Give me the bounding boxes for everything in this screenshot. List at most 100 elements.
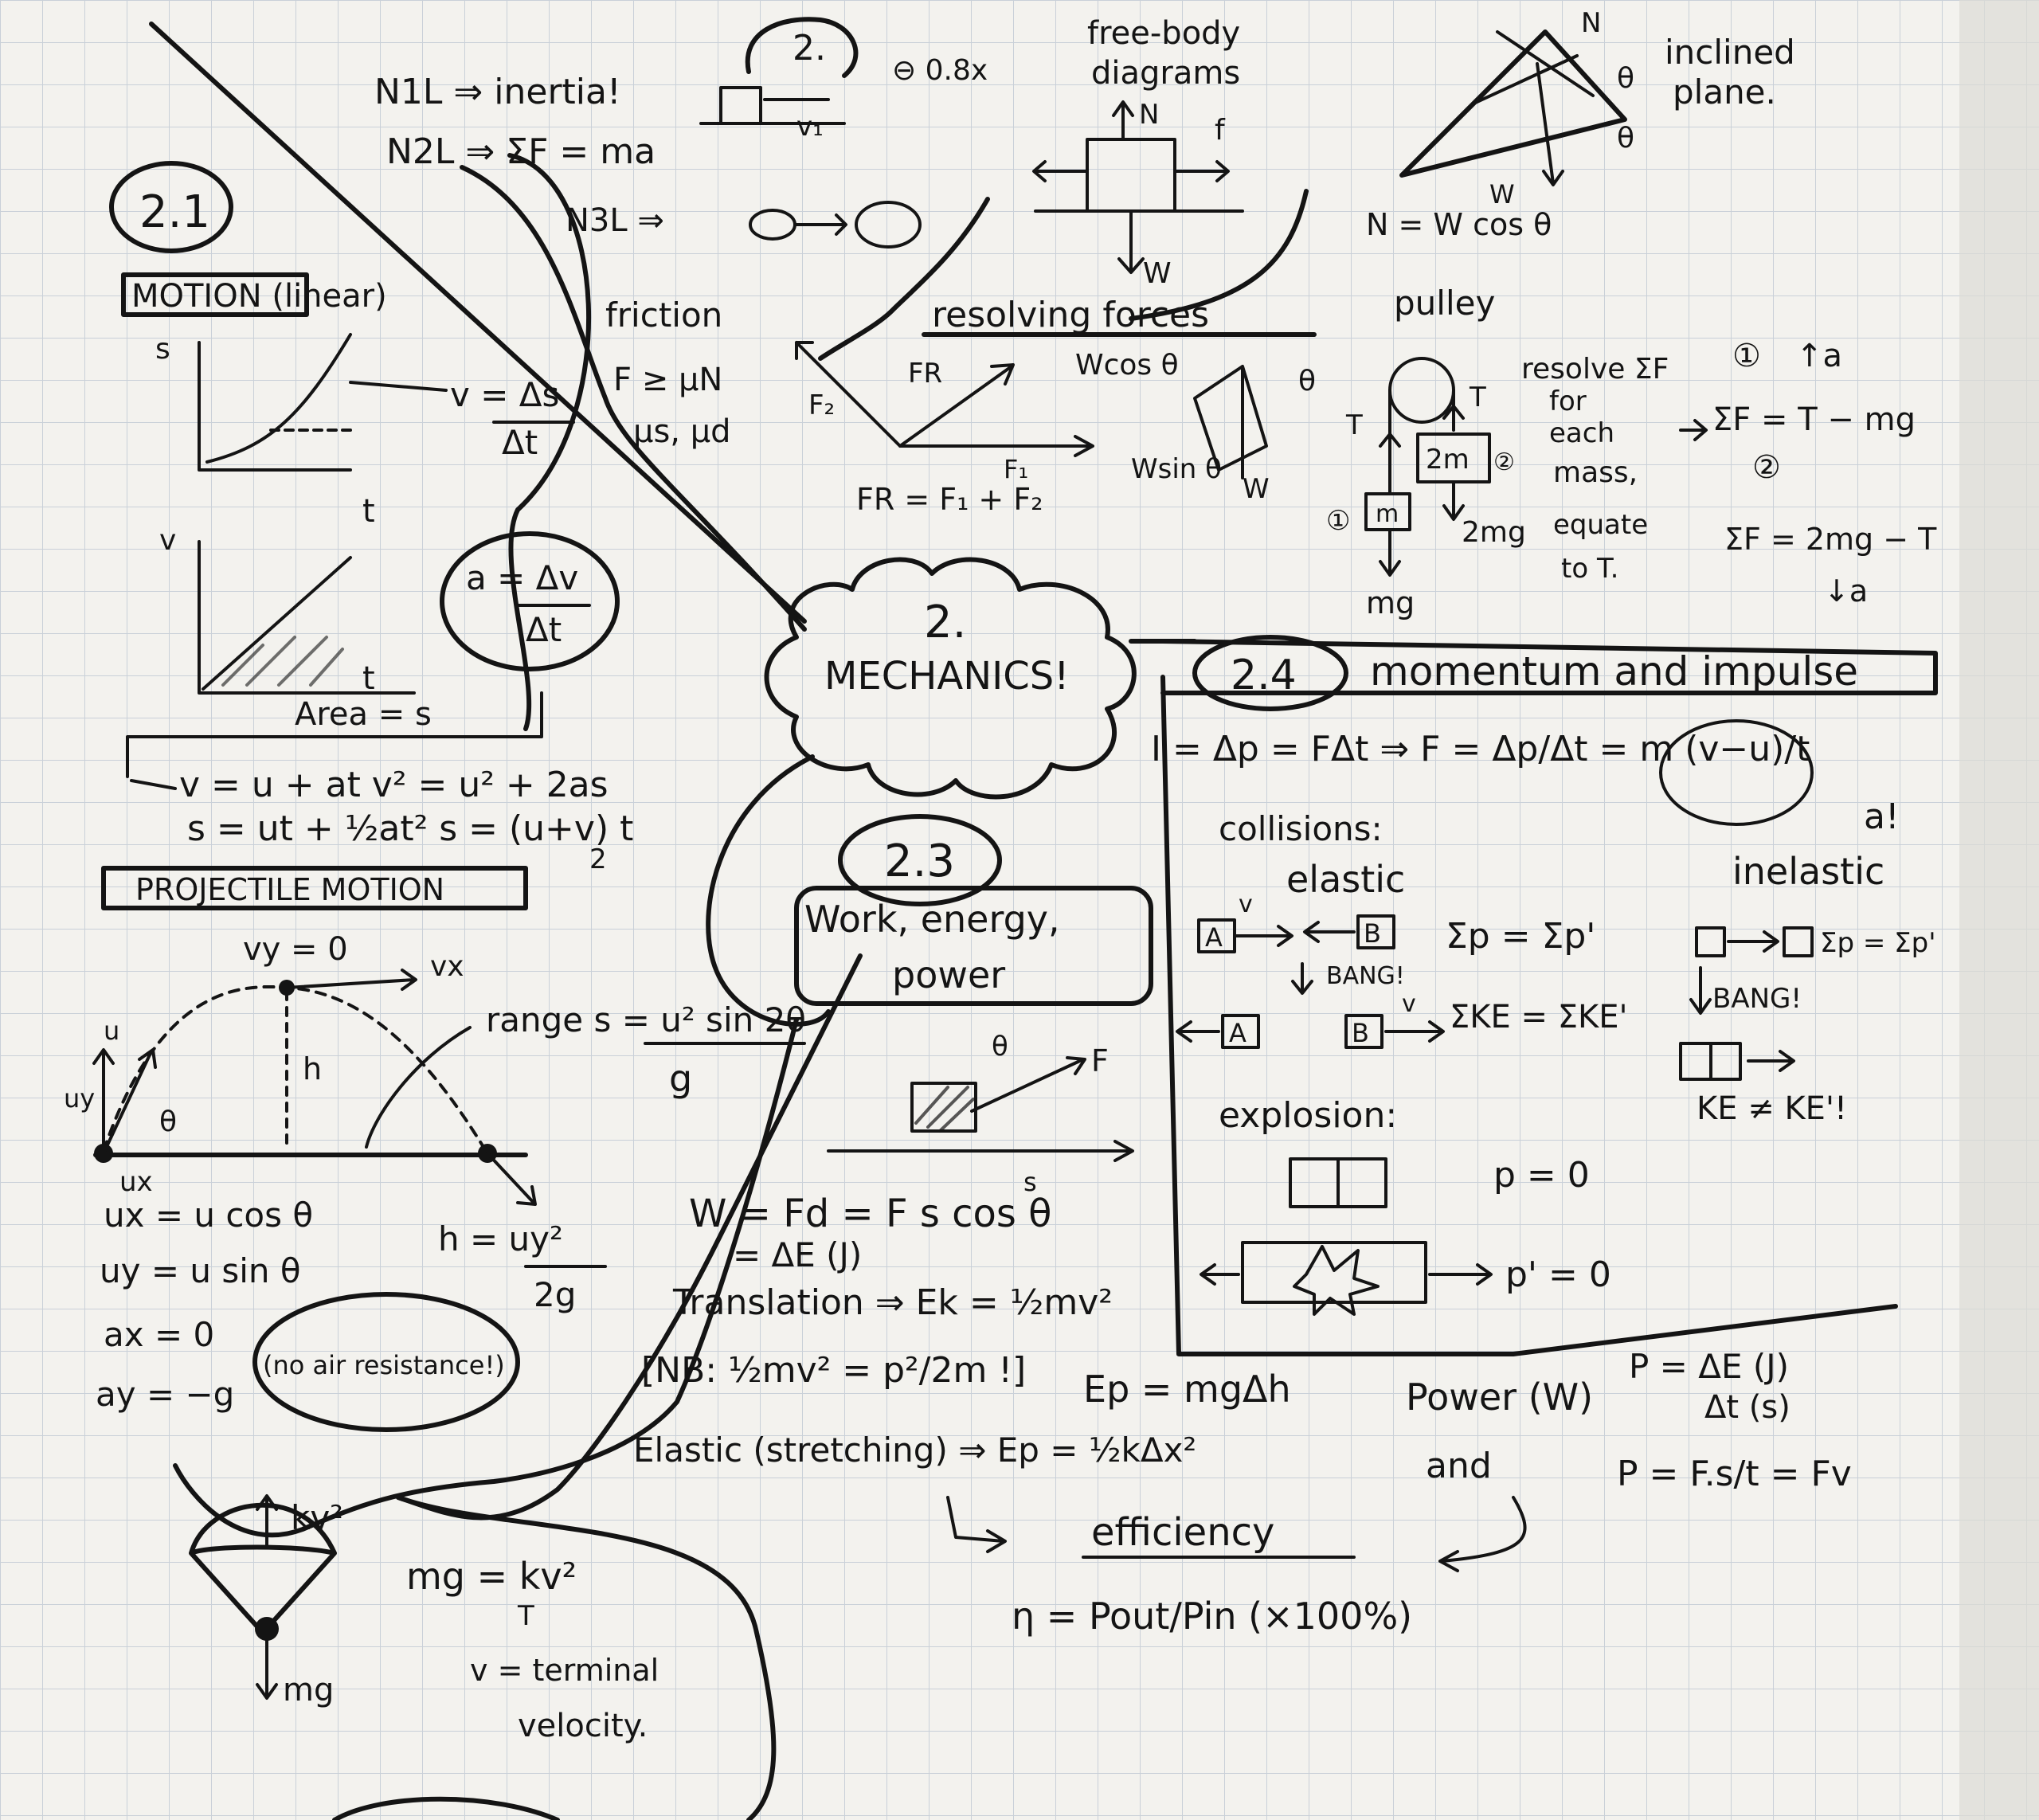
elastic-label: elastic <box>1286 858 1405 901</box>
center-number: 2. <box>924 597 966 648</box>
proj-vx: vx <box>430 950 464 983</box>
pulley-2mg: 2mg <box>1462 516 1526 549</box>
incline-title-1: inclined <box>1665 33 1795 72</box>
a-eq-den: Δt <box>526 610 562 649</box>
suvat-1: v = u + at v² = u² + 2as <box>179 765 609 805</box>
resolving-eq: FR = F₁ + F₂ <box>856 482 1043 517</box>
work-eq-2: = ΔE (J) <box>733 1235 862 1274</box>
proj-u: u <box>104 1016 119 1046</box>
vt-label-t: t <box>362 660 375 697</box>
section-2-4: 2.4 momentum and impulse I = Δp = FΔt ⇒ … <box>1151 635 1936 1316</box>
vt-line <box>202 556 352 691</box>
elastic-bang: BANG! <box>1326 962 1405 990</box>
resolving-theta: θ <box>1298 365 1316 397</box>
proj-path <box>102 984 487 1153</box>
resolve-one: ① <box>1732 338 1761 374</box>
elastic-b2: B <box>1352 1018 1369 1048</box>
jumper <box>255 1617 279 1641</box>
proj-h-den: 2g <box>534 1275 576 1314</box>
s21-title-box <box>121 272 309 317</box>
work-theta: θ <box>992 1031 1008 1063</box>
inelastic-eq1: Σp = Σp' <box>1820 927 1936 959</box>
diagonal-line <box>149 22 807 624</box>
fbd-title-2: diagrams <box>1091 55 1240 92</box>
elastic-box-a2 <box>1221 1014 1260 1049</box>
pulley-section: pulley T T m 2m ① ② mg 2mg <box>1326 284 1526 620</box>
terminal-note1: v = terminal <box>470 1653 659 1688</box>
n3-ball-b <box>855 201 922 249</box>
friction-section: friction F ≥ μN μs, μd <box>605 296 731 450</box>
terminal-note2: velocity. <box>518 1708 648 1744</box>
efficiency-eq: η = Pout/Pin (×100%) <box>1012 1595 1412 1638</box>
power-label: Power (W) <box>1406 1376 1593 1419</box>
elastic-eq: Elastic (stretching) ⇒ Ep = ½kΔx² <box>633 1431 1196 1470</box>
section-2-3: 2.3 Work, energy, power θ F s W = Fd = F… <box>633 814 1852 1638</box>
proj-uy: uy <box>64 1083 95 1114</box>
inelastic-label: inelastic <box>1732 850 1884 893</box>
work-s: s <box>1023 1167 1037 1197</box>
work-block <box>910 1082 977 1133</box>
resolving-w: W <box>1243 473 1270 505</box>
pulley-mg: mg <box>1366 585 1415 620</box>
vt-graph-axes <box>198 540 416 695</box>
terminal-bubble <box>396 1495 777 1820</box>
explosion-p0b: p' = 0 <box>1505 1254 1611 1295</box>
suvat-2-den: 2 <box>589 843 607 875</box>
s23-title-1: Work, energy, <box>804 898 1060 941</box>
s21-bubble <box>109 161 233 253</box>
fbd-w: W <box>1143 257 1172 290</box>
resolve-l4: mass, <box>1553 456 1638 489</box>
ep-eq: Ep = mgΔh <box>1083 1368 1291 1411</box>
area-eq: Area = s <box>295 696 432 733</box>
resolve-a-down: ↓a <box>1824 573 1868 609</box>
resolve-l5: equate <box>1553 509 1648 541</box>
s24-frame <box>1160 639 1938 1356</box>
pulley-2m: 2m <box>1426 444 1470 476</box>
v-eq-den: Δt <box>502 423 538 462</box>
proj-ax-eq: ax = 0 <box>104 1315 214 1354</box>
elastic-v2: v <box>1402 990 1416 1018</box>
collisions-label: collisions: <box>1219 809 1383 848</box>
inelastic-eq2: KE ≠ KE'! <box>1697 1090 1847 1127</box>
s24-bubble <box>1192 635 1348 711</box>
explosion-p0: p = 0 <box>1493 1155 1590 1196</box>
inclined-plane: N W θ θ inclined plane. N = W cos θ <box>1366 7 1795 242</box>
explosion-star <box>1293 1245 1380 1316</box>
inelastic-bang: BANG! <box>1712 983 1802 1015</box>
s23-title-box <box>794 886 1153 1006</box>
section-2-1: 2.1 MOTION (linear) s t v = Δs Δt v t a … <box>109 161 633 875</box>
proj-range-num: range s = u² sin 2θ <box>486 1000 806 1039</box>
pulley-mass-2m <box>1416 432 1491 483</box>
resolving-forces: resolving forces F₂ FR F₁ FR = F₁ + F₂ W… <box>795 295 1317 517</box>
resolve-notes: resolve ΣF for each mass, equate to T. ①… <box>1521 338 1937 609</box>
center-cloud: 2. MECHANICS! <box>764 557 1137 800</box>
impulse-eq: I = Δp = FΔt ⇒ F = Δp/Δt = m (v−u)/t <box>1151 729 1810 769</box>
incline-title-2: plane. <box>1673 72 1776 112</box>
resolve-l2: for <box>1549 386 1587 417</box>
suvat-2: s = ut + ½at² s = (u+v) t <box>187 808 633 849</box>
fbd-connector <box>818 197 990 361</box>
pulley-mass-m <box>1364 492 1411 531</box>
right-shadow <box>1959 0 2039 1820</box>
incline-connector <box>1129 189 1309 321</box>
n1-law: N1L ⇒ inertia! <box>374 72 621 112</box>
proj-note-bubble <box>252 1292 520 1432</box>
s23-bubble <box>838 814 1002 906</box>
translation: Translation ⇒ Ek = ½mv² <box>672 1282 1113 1323</box>
proj-range-den: g <box>669 1057 692 1100</box>
v-eq-num: v = Δs <box>450 375 559 414</box>
incline-eq: N = W cos θ <box>1366 207 1552 242</box>
terminal-section: kv² mg mg = kv² T v = terminal velocity. <box>189 1494 659 1744</box>
resolve-a-up: ↑a <box>1796 338 1842 374</box>
power-eq: P = ΔE (J) <box>1629 1347 1789 1386</box>
st-label-t: t <box>362 493 375 530</box>
efficiency-label: efficiency <box>1091 1510 1274 1555</box>
proj-theta: θ <box>159 1106 177 1138</box>
proj-ay-eq: ay = −g <box>96 1375 234 1414</box>
friction-title: friction <box>605 296 722 335</box>
resolving-wcos: Wcos θ <box>1075 349 1179 382</box>
proj-h: h <box>303 1051 322 1086</box>
incline-n: N <box>1581 7 1601 39</box>
elastic-eq2: ΣKE = ΣKE' <box>1450 999 1628 1035</box>
